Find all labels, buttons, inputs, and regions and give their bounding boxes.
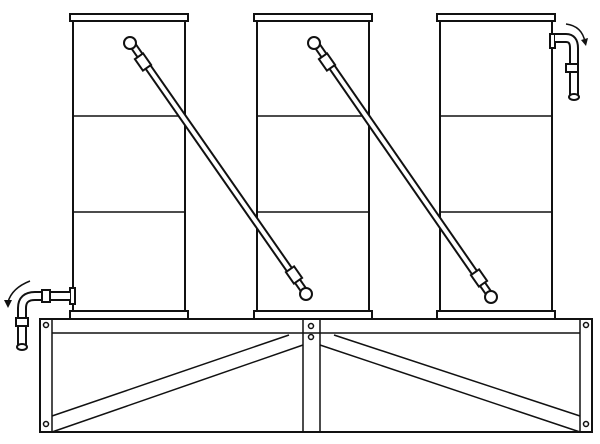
column-right	[436, 13, 556, 320]
column-middle	[253, 13, 373, 320]
base-frame	[39, 318, 593, 433]
connecting-pipe-right	[307, 36, 498, 304]
column-left	[69, 13, 189, 320]
flow-arrow-icon	[7, 280, 31, 303]
inlet-pipe	[4, 280, 76, 351]
outlet-pipe	[549, 23, 588, 101]
connecting-pipe-left	[123, 36, 313, 301]
